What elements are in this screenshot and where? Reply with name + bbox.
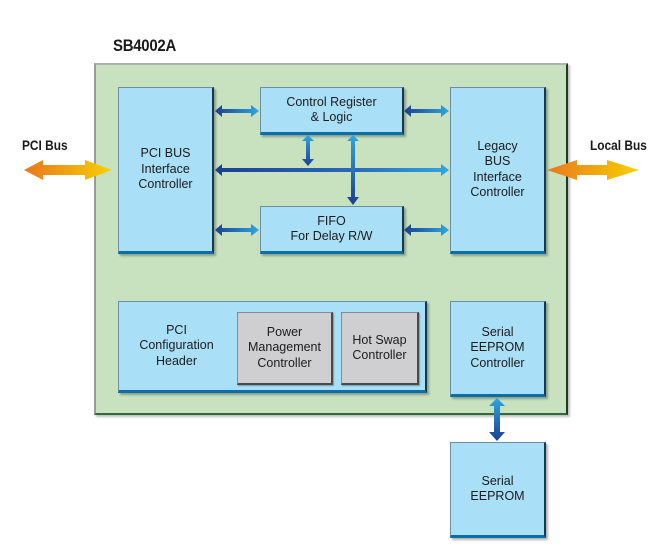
arrow-fifo-to-legacy <box>404 224 449 236</box>
fifo-label: FIFO For Delay R/W <box>290 213 373 244</box>
arrow-eeprom-controller-to-eeprom <box>489 398 505 441</box>
power-management-controller: Power Management Controller <box>237 312 333 385</box>
arrow-pci-bus-external <box>24 160 112 180</box>
pci-configuration-header-label: PCI Configuration Header <box>139 322 214 368</box>
chip-title: SB4002A <box>113 36 177 55</box>
control-register-logic: Control Register & Logic <box>260 87 404 135</box>
serial-eeprom-label: Serial EEPROM <box>470 473 525 504</box>
arrow-control-to-legacy <box>404 105 449 117</box>
pci-bus-interface-controller-label: PCI BUS Interface Controller <box>138 146 193 192</box>
arrow-control-to-bus <box>302 135 314 166</box>
local-bus-label: Local Bus <box>590 137 647 153</box>
fifo-block: FIFO For Delay R/W <box>260 206 404 254</box>
hot-swap-controller: Hot Swap Controller <box>341 312 419 385</box>
legacy-bus-interface-controller: Legacy BUS Interface Controller <box>450 87 546 254</box>
power-management-controller-label: Power Management Controller <box>248 324 321 370</box>
serial-eeprom-controller-label: Serial EEPROM Controller <box>470 324 525 370</box>
arrow-control-to-fifo <box>347 135 359 205</box>
pci-bus-label: PCI Bus <box>22 137 68 153</box>
serial-eeprom: Serial EEPROM <box>450 442 546 538</box>
control-register-logic-label: Control Register & Logic <box>286 94 377 125</box>
legacy-bus-interface-controller-label: Legacy BUS Interface Controller <box>470 138 525 200</box>
arrow-pci-to-control <box>215 105 259 117</box>
arrow-local-bus-external <box>547 160 639 180</box>
arrow-pci-to-fifo <box>215 224 259 236</box>
pci-bus-interface-controller: PCI BUS Interface Controller <box>118 87 214 254</box>
arrow-internal-bus <box>215 164 449 176</box>
serial-eeprom-controller: Serial EEPROM Controller <box>450 301 546 397</box>
hot-swap-controller-label: Hot Swap Controller <box>352 332 407 363</box>
